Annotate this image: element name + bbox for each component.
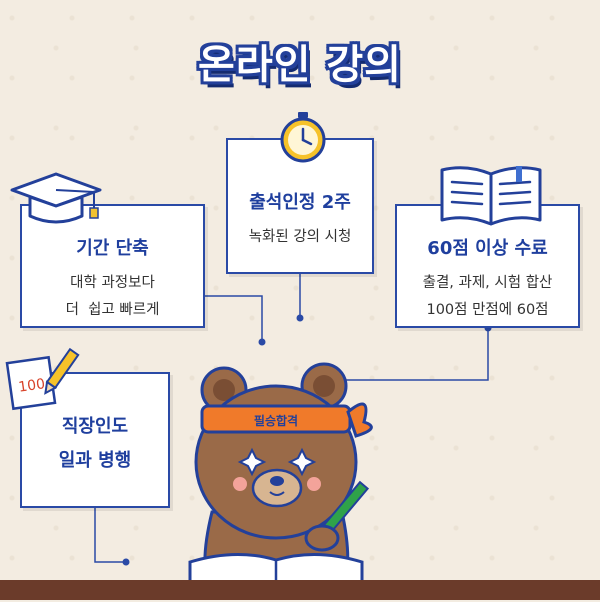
- page-title: 온라인 강의: [198, 42, 402, 88]
- open-book-icon: [440, 166, 542, 226]
- card-period-line-1: 대학 과정보다: [70, 275, 155, 291]
- graduation-cap-icon: [10, 172, 102, 224]
- card-score: 60점 이상 수료 출결, 과제, 시험 합산 100점 만점에 60점: [395, 204, 580, 328]
- clock-icon: [280, 112, 326, 163]
- note-score-text: 100: [17, 376, 46, 396]
- card-work-heading-1: 직장인도: [61, 416, 129, 437]
- card-period-reduction: 기간 단축 대학 과정보다 더 쉽고 빠르게: [20, 204, 205, 328]
- card-attendance-line-1: 녹화된 강의 시청: [248, 229, 352, 245]
- floor-strip: [0, 580, 600, 600]
- card-attendance-body: 녹화된 강의 시청: [228, 224, 372, 251]
- card-score-line-1: 출결, 과제, 시험 합산: [422, 275, 553, 291]
- card-period-line-2: 더 쉽고 빠르게: [65, 302, 160, 318]
- card-score-heading: 60점 이상 수료: [427, 238, 548, 259]
- card-period-body: 대학 과정보다 더 쉽고 빠르게: [22, 270, 203, 324]
- headband-text: 필승합격: [254, 413, 298, 428]
- card-score-line-2: 100점 만점에 60점: [426, 302, 549, 318]
- bear-mascot: 필승합격: [188, 362, 373, 600]
- score-note-icon: 100: [5, 347, 80, 411]
- card-attendance-heading: 출석인정 2주: [249, 192, 351, 213]
- card-work-heading-2: 일과 병행: [58, 450, 132, 471]
- card-score-body: 출결, 과제, 시험 합산 100점 만점에 60점: [397, 270, 578, 324]
- card-period-heading: 기간 단축: [76, 238, 149, 259]
